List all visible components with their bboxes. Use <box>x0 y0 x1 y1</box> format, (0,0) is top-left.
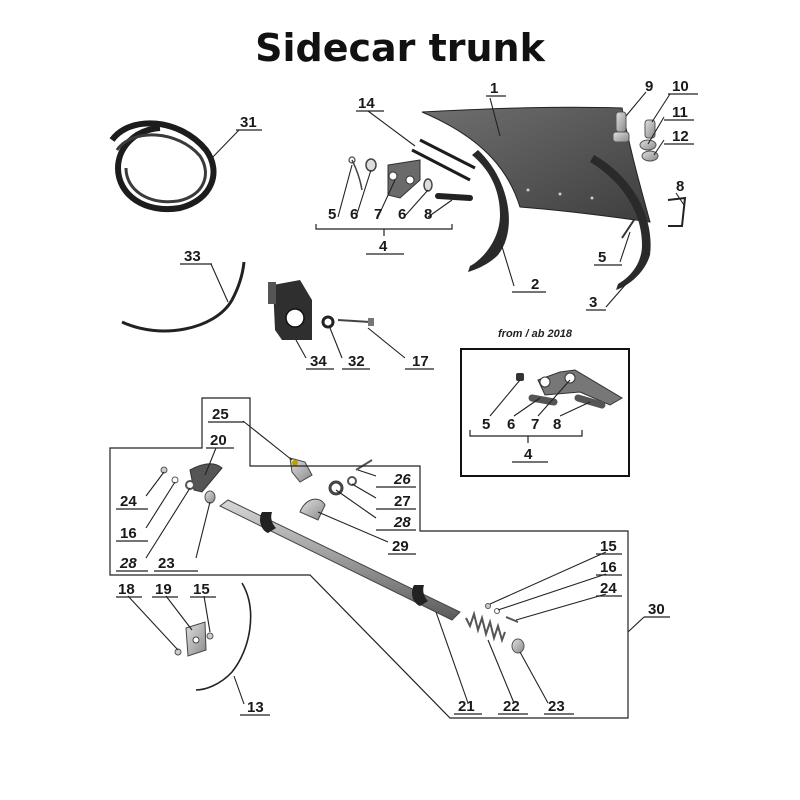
part-5-pin-right <box>621 219 635 239</box>
callout-22: 22 <box>503 698 520 715</box>
part-24-nut-left <box>160 466 168 474</box>
callout-3: 3 <box>589 294 597 311</box>
assembly-30-outline <box>109 397 629 719</box>
callout-labels: 1 2 3 4 5 6 7 6 8 5 8 9 10 11 12 14 31 3… <box>116 78 698 716</box>
callout-34: 34 <box>310 353 327 370</box>
part-22-spring <box>465 610 506 644</box>
part-34-lock-bracket <box>268 280 312 340</box>
callout-28b: 28 <box>393 514 411 531</box>
callout-33: 33 <box>184 248 201 265</box>
part-3-side-strip-right <box>590 155 651 290</box>
callout-17: 17 <box>412 353 429 370</box>
callout-28a: 28 <box>119 555 137 572</box>
callout-16a: 16 <box>120 525 137 542</box>
part-20-lever <box>189 463 223 493</box>
callout-29: 29 <box>392 538 409 555</box>
leader-lines <box>127 91 685 705</box>
inset-note: from / ab 2018 <box>498 328 573 340</box>
part-18-screw <box>174 648 182 656</box>
inset-2018-frame <box>460 348 630 477</box>
callout-25: 25 <box>212 406 229 423</box>
part-24-screw-right <box>505 616 519 623</box>
part-9-12-lock-set <box>612 111 659 162</box>
callout-20: 20 <box>210 432 227 449</box>
part-group-4-hinge-2018 <box>516 369 623 409</box>
part-19-plate <box>185 621 207 657</box>
callout-2: 2 <box>531 276 539 293</box>
callout-6c: 6 <box>507 416 515 433</box>
callout-6a: 6 <box>350 206 358 223</box>
part-27-washer <box>347 476 357 486</box>
callout-15a: 15 <box>193 581 210 598</box>
callout-5a: 5 <box>328 206 336 223</box>
callout-23a: 23 <box>158 555 175 572</box>
part-29-cam <box>299 498 326 521</box>
part-1-trunk-lid <box>421 106 651 223</box>
part-33-cable <box>121 261 246 333</box>
part-23-cap-left <box>204 490 216 504</box>
part-group-4-hinge <box>348 156 473 201</box>
part-26-bolt <box>355 459 373 471</box>
part-28-washer-left <box>185 480 195 490</box>
callout-10: 10 <box>672 78 689 95</box>
callout-7a: 7 <box>374 206 382 223</box>
callout-1: 1 <box>490 80 498 97</box>
part-28-washer-right <box>328 480 344 496</box>
callout-6b: 6 <box>398 206 406 223</box>
callout-26: 26 <box>393 471 411 488</box>
callout-21: 21 <box>458 698 475 715</box>
callout-5c: 5 <box>482 416 490 433</box>
callout-23b: 23 <box>548 698 565 715</box>
callout-24a: 24 <box>120 493 137 510</box>
callout-8c: 8 <box>553 416 561 433</box>
callout-4: 4 <box>379 238 388 255</box>
callout-5b: 5 <box>598 249 606 266</box>
callout-9: 9 <box>645 78 653 95</box>
callout-31: 31 <box>240 114 257 131</box>
part-2-side-strip-left <box>468 150 509 272</box>
part-14-trim-strip <box>411 138 476 182</box>
callout-18: 18 <box>118 581 135 598</box>
part-13-cable <box>195 582 252 691</box>
callout-11: 11 <box>672 104 688 121</box>
part-23-cap-right <box>511 638 525 654</box>
callout-19: 19 <box>155 581 172 598</box>
group-4-bracket <box>315 224 453 236</box>
part-15-nut-right <box>485 603 491 609</box>
callout-12: 12 <box>672 128 689 145</box>
callout-30: 30 <box>648 601 665 618</box>
callout-24b: 24 <box>600 580 617 597</box>
callout-7c: 7 <box>531 416 539 433</box>
callout-16b: 16 <box>600 559 617 576</box>
group-4-bracket-2018 <box>469 430 583 443</box>
callout-4b: 4 <box>524 446 533 463</box>
callout-8a: 8 <box>424 206 432 223</box>
part-32-washer <box>321 315 335 329</box>
diagram-title: Sidecar trunk <box>255 26 545 70</box>
callout-14: 14 <box>358 95 375 112</box>
callout-13: 13 <box>247 699 264 716</box>
callout-8b: 8 <box>676 178 684 195</box>
part-21-shaft <box>219 499 461 621</box>
callout-15b: 15 <box>600 538 617 555</box>
part-8-bolt-right <box>667 196 687 227</box>
part-15-nut-left <box>206 632 214 640</box>
part-17-screw <box>337 318 374 326</box>
callout-27: 27 <box>394 493 411 510</box>
part-31-seal-coil <box>109 120 217 213</box>
part-25-latch <box>289 457 313 483</box>
callout-32: 32 <box>348 353 365 370</box>
